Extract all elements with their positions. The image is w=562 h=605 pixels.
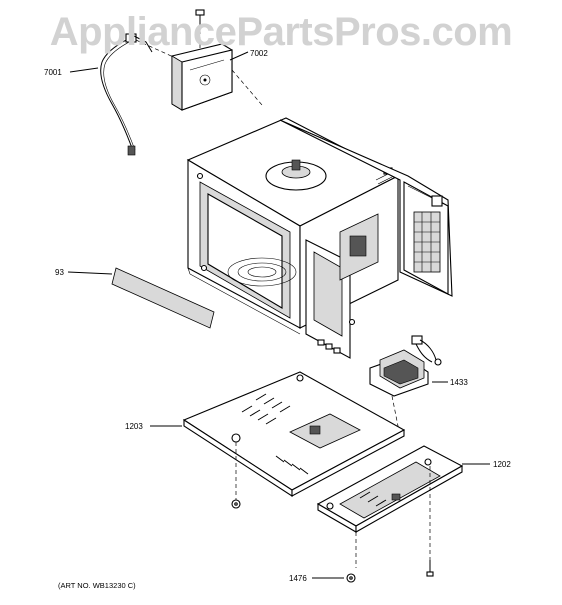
screw-top [195, 9, 205, 52]
part-1433-transformer [369, 335, 442, 437]
base-vent-slots [241, 393, 309, 475]
callout-1476: 1476 [289, 574, 307, 583]
back-panel-vent-grid [413, 211, 441, 273]
part-1203-base-plate [182, 371, 406, 500]
back-panel [279, 119, 453, 297]
callout-1433: 1433 [450, 378, 468, 387]
art-number: (ART NO. WB13230 C) [58, 581, 136, 590]
callout-leaders [67, 51, 490, 579]
callout-1202: 1202 [493, 460, 511, 469]
callout-93: 93 [55, 268, 64, 277]
part-93-strip [111, 267, 215, 329]
callout-7002: 7002 [250, 49, 268, 58]
callout-7001: 7001 [44, 68, 62, 77]
part-7001-wire-harness [100, 33, 181, 156]
oven-cavity-assembly [186, 117, 400, 359]
part-1202-bottom-cover [316, 445, 464, 568]
part-7002-bracket [171, 43, 263, 111]
part-1476-foot [231, 499, 434, 583]
callout-1203: 1203 [125, 422, 143, 431]
